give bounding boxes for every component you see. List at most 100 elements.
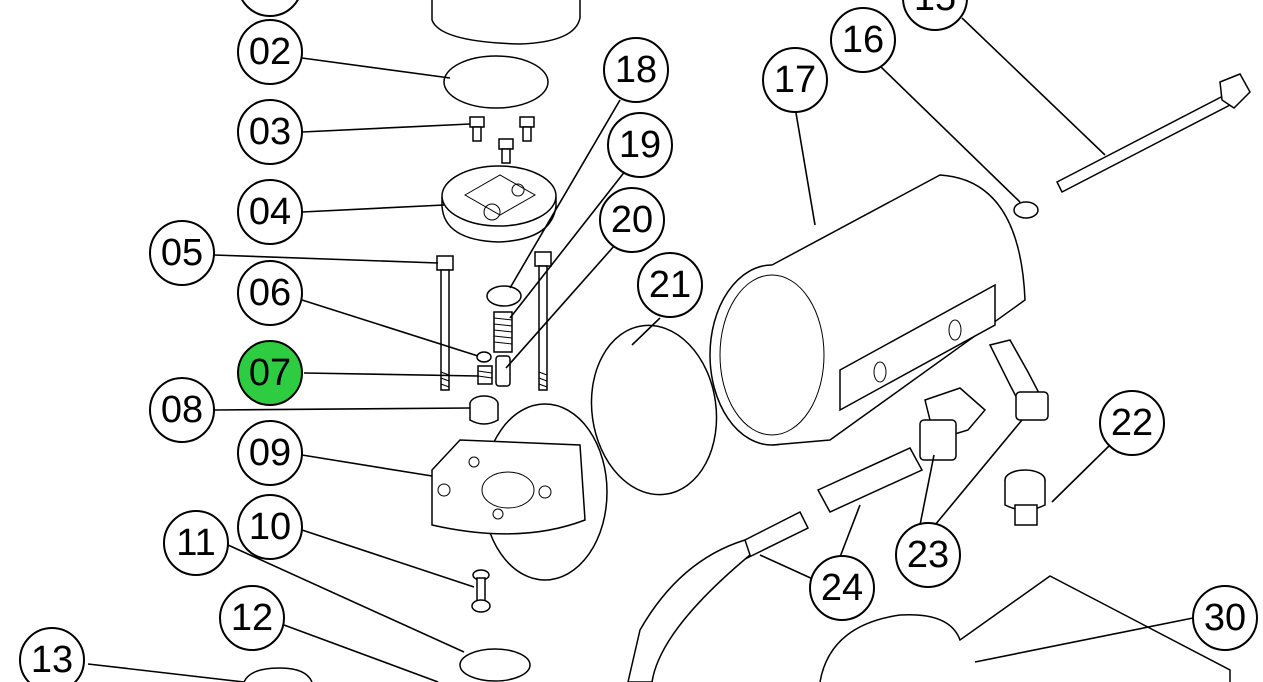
leader-22 <box>1051 444 1111 503</box>
part-shroud <box>819 575 1231 682</box>
leader-03 <box>301 123 471 133</box>
leader-02 <box>301 57 451 79</box>
leader-18 <box>509 99 621 289</box>
callout-11-label: 11 <box>176 522 215 564</box>
callout-07-label: 07 <box>249 352 291 394</box>
part-spring <box>493 311 513 353</box>
callout-04[interactable]: 04 <box>237 179 303 245</box>
part-screws <box>469 116 535 164</box>
part-washer <box>476 351 492 363</box>
callout-15[interactable]: 15 <box>902 0 968 31</box>
callout-21-label: 21 <box>649 264 691 306</box>
part-gasket <box>590 324 718 496</box>
part-sleeve <box>469 395 499 425</box>
callouts: 02 03 04 05 06 07 08 09 <box>19 0 1258 682</box>
callout-03-label: 03 <box>249 111 291 153</box>
part-coupler <box>627 447 924 682</box>
callout-24-label: 24 <box>821 567 863 609</box>
part-bottom-ring <box>243 667 313 682</box>
callout-12[interactable]: 12 <box>219 585 285 651</box>
callout-30[interactable]: 30 <box>1192 585 1258 651</box>
callout-17-label: 17 <box>774 59 816 101</box>
leader-05 <box>213 254 439 264</box>
part-oring-11 <box>459 648 531 682</box>
part-valve-plate <box>441 165 557 243</box>
leader-15 <box>961 17 1106 156</box>
part-small-spring <box>477 365 493 385</box>
leader-07 <box>303 372 479 377</box>
callout-18-label: 18 <box>615 49 657 91</box>
callout-13[interactable]: 13 <box>19 627 85 682</box>
callout-08-label: 08 <box>161 389 203 431</box>
part-elbows <box>919 339 1049 461</box>
leader-11 <box>227 544 465 653</box>
callout-19[interactable]: 19 <box>607 112 673 178</box>
callout-17[interactable]: 17 <box>762 47 828 113</box>
callout-19-label: 19 <box>619 124 661 166</box>
callout-09-label: 09 <box>249 432 291 474</box>
callout-09[interactable]: 09 <box>237 420 303 486</box>
callout-20[interactable]: 20 <box>599 187 665 253</box>
callout-18[interactable]: 18 <box>603 37 669 103</box>
part-drawings <box>243 0 1251 682</box>
callout-01[interactable] <box>238 0 302 17</box>
leader-lines <box>87 17 1194 682</box>
part-valve-stem <box>495 355 511 387</box>
callout-02[interactable]: 02 <box>237 19 303 85</box>
part-valve-22 <box>1004 469 1046 526</box>
leader-16 <box>879 65 1021 203</box>
part-pin <box>471 569 491 613</box>
part-washer-16 <box>1013 201 1039 219</box>
callout-04-label: 04 <box>249 191 291 233</box>
callout-10-label: 10 <box>249 506 291 548</box>
leader-30 <box>974 617 1194 663</box>
callout-22-label: 22 <box>1111 402 1153 444</box>
leader-04 <box>301 204 445 213</box>
callout-22[interactable]: 22 <box>1099 390 1165 456</box>
leader-24b <box>839 504 861 558</box>
part-long-bolts <box>436 251 552 391</box>
callout-07[interactable]: 07 <box>237 340 303 406</box>
leader-21 <box>631 317 661 346</box>
callout-21[interactable]: 21 <box>637 252 703 318</box>
callout-10[interactable]: 10 <box>237 494 303 560</box>
callout-13-label: 13 <box>31 639 73 681</box>
callout-24[interactable]: 24 <box>809 555 875 621</box>
leader-19 <box>509 169 627 319</box>
callout-05-label: 05 <box>161 232 203 274</box>
part-bolt-15 <box>1055 73 1251 194</box>
callout-06[interactable]: 06 <box>237 260 303 326</box>
leader-06 <box>301 299 479 357</box>
leader-09 <box>301 454 433 477</box>
leader-10 <box>301 529 475 588</box>
callout-07-highlight <box>237 340 303 406</box>
callout-03[interactable]: 03 <box>237 99 303 165</box>
part-disc <box>443 55 549 109</box>
part-housing <box>431 403 608 581</box>
leader-08 <box>213 407 471 411</box>
callout-02-label: 02 <box>249 31 291 73</box>
part-oring-small <box>486 285 522 307</box>
leader-23a <box>919 454 935 526</box>
leader-23b <box>934 419 1023 526</box>
callout-20-label: 20 <box>611 199 653 241</box>
callout-16[interactable]: 16 <box>830 7 896 73</box>
part-tank <box>709 174 1026 446</box>
callout-05[interactable]: 05 <box>149 220 215 286</box>
callout-23-label: 23 <box>907 534 949 576</box>
callout-16-label: 16 <box>842 19 884 61</box>
leader-12 <box>283 624 439 682</box>
callout-12-label: 12 <box>231 597 273 639</box>
part-cap <box>431 0 581 45</box>
leader-20 <box>505 244 616 369</box>
callout-08[interactable]: 08 <box>149 377 215 443</box>
leader-17 <box>794 106 816 226</box>
callout-11[interactable]: 11 <box>163 510 229 576</box>
leader-24a <box>759 554 816 581</box>
callout-06-label: 06 <box>249 272 291 314</box>
callout-15-label: 15 <box>914 0 956 19</box>
leader-13 <box>87 663 245 682</box>
callout-23[interactable]: 23 <box>895 522 961 588</box>
callout-30-label: 30 <box>1204 597 1246 639</box>
